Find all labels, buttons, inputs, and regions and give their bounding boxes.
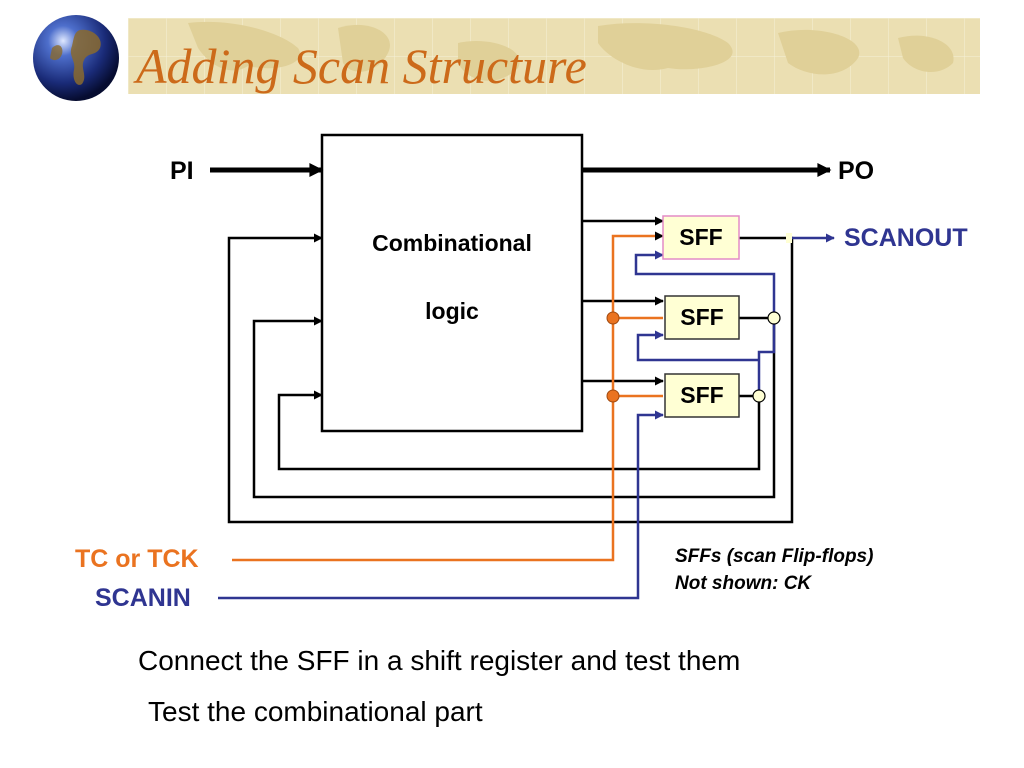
title-banner (128, 18, 980, 94)
caption-line-1: Connect the SFF in a shift register and … (138, 645, 741, 676)
logic-label: logic (425, 298, 479, 324)
caption-line-2: Test the combinational part (148, 696, 483, 727)
sff-label-3: SFF (680, 382, 724, 408)
pi-label: PI (170, 157, 194, 185)
tc-junction-dot (606, 389, 620, 403)
scan-chain-wire-2-1 (634, 250, 776, 318)
sff-label-2: SFF (680, 304, 724, 330)
scan-chain-wire-3-2 (636, 330, 759, 362)
po-label: PO (838, 157, 875, 185)
scanout-label: SCANOUT (844, 224, 968, 252)
slide-title: Adding Scan Structure (136, 38, 587, 94)
scan-junction-dot (767, 311, 781, 325)
globe-icon (30, 12, 122, 104)
sff-note-line1: SFFs (scan Flip-flops) (675, 546, 874, 567)
sff-box-1 (662, 215, 740, 260)
tc-label: TC or TCK (75, 545, 199, 573)
feedback-loop-1 (227, 233, 794, 524)
combinational-label: Combinational (372, 230, 532, 256)
sff-note-line2: Not shown: CK (675, 573, 812, 594)
scan-chain-wire-2-3 (757, 318, 776, 396)
scanout-junction-mark (786, 233, 792, 243)
sff-note: SFFs (scan Flip-flops) Not shown: CK (675, 543, 890, 597)
sff-box-3 (664, 373, 740, 418)
scanin-wire (218, 410, 664, 600)
tc-junction-dot (606, 311, 620, 325)
sff-label-1: SFF (679, 224, 723, 250)
sff-box-2 (664, 295, 740, 340)
scanin-label: SCANIN (95, 584, 191, 612)
combinational-logic-box (320, 133, 584, 433)
scan-junction-dot (752, 389, 766, 403)
